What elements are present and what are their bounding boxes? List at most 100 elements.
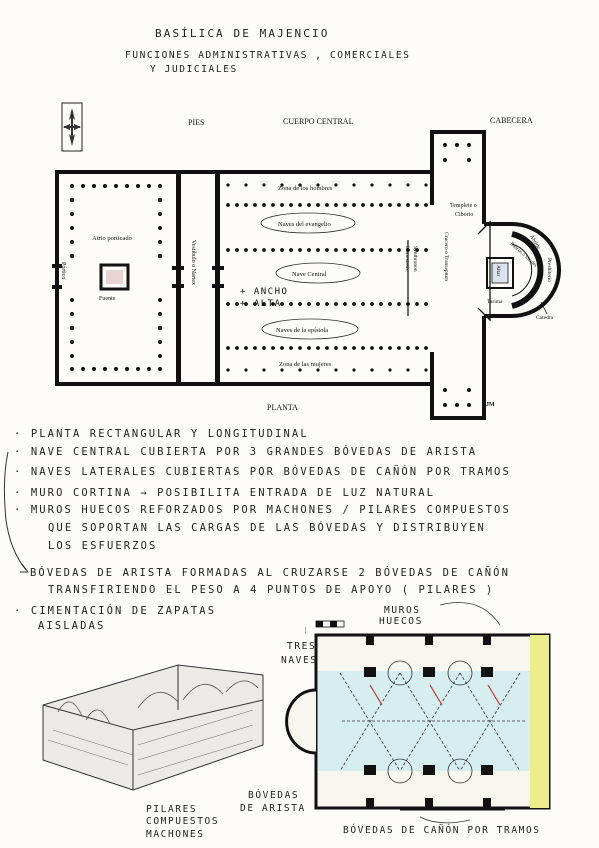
column-dot [307, 203, 311, 207]
label-catedra: Cátedra [536, 315, 554, 321]
column-dot [379, 203, 383, 207]
label-naves-evangelio: Naves del evangelio [278, 221, 331, 228]
column-dot [298, 248, 302, 252]
column-dot [226, 302, 230, 306]
column-dot [316, 183, 320, 187]
column-dot [262, 346, 266, 350]
svg-text:JM: JM [486, 402, 495, 408]
column-dot [370, 203, 374, 207]
label-portico: Pórtico [60, 262, 66, 279]
column-dot [325, 346, 329, 350]
label-pies: PIES [188, 118, 204, 127]
column-dot [253, 302, 257, 306]
subtitle-line-2: Y JUDICIALES [150, 64, 238, 75]
column-dot [406, 203, 410, 207]
column-dot [271, 302, 275, 306]
column-dot [262, 248, 266, 252]
column-dot [352, 302, 356, 306]
compass-icon [61, 102, 83, 152]
column-dot [397, 248, 401, 252]
column-dot [388, 302, 392, 306]
column-dot [334, 183, 338, 187]
column-dot [253, 248, 257, 252]
fountain [99, 263, 130, 291]
column-dot [352, 248, 356, 252]
column-dot [289, 203, 293, 207]
column-dot [280, 346, 284, 350]
label-compuestos: COMPUESTOS [146, 816, 220, 827]
column-dot [343, 302, 347, 306]
column-dot [235, 346, 239, 350]
label-planta: PLANTA [267, 403, 298, 412]
column-dot [235, 203, 239, 207]
column-dot [424, 346, 428, 350]
column-dot [334, 203, 338, 207]
column-dot [379, 346, 383, 350]
column-dot [271, 203, 275, 207]
column-dot [280, 183, 284, 187]
column-dot [244, 248, 248, 252]
label-bovedas: BÓVEDAS [248, 790, 300, 801]
column-dot [343, 248, 347, 252]
label-tres: TRES [287, 641, 317, 652]
column-dot [226, 248, 230, 252]
column-dot [298, 368, 302, 372]
column-dot [424, 302, 428, 306]
column-dot [316, 203, 320, 207]
column-dot [352, 346, 356, 350]
column-dot [253, 346, 257, 350]
label-machones: MACHONES [146, 829, 205, 840]
column-dot [262, 368, 266, 372]
column-dot [316, 346, 320, 350]
note-5a: · MUROS HUECOS REFORZADOS POR MACHONES /… [14, 504, 511, 516]
column-dot [388, 368, 392, 372]
column-dot [397, 302, 401, 306]
column-dot [244, 183, 248, 187]
label-iconostasis: Iconostasis [404, 246, 410, 270]
column-dot [388, 203, 392, 207]
label-pilares: PILARES [146, 804, 198, 815]
column-dot [235, 302, 239, 306]
vault-plan-diagram: | [285, 602, 551, 824]
column-dot [235, 248, 239, 252]
label-altar: Altar [495, 265, 501, 276]
column-dot [262, 183, 266, 187]
column-dot [226, 203, 230, 207]
note-3: · NAVES LATERALES CUBIERTAS POR BÓVEDAS … [14, 466, 511, 478]
column-dot [325, 203, 329, 207]
label-muros: MUROS [384, 605, 421, 616]
atrio-columns [70, 184, 162, 371]
label-presbiterio: Presbiterio [546, 258, 552, 282]
column-dot [361, 346, 365, 350]
column-dot [298, 346, 302, 350]
column-dot [280, 302, 284, 306]
cutaway-illustration [42, 664, 264, 791]
column-dot [406, 183, 410, 187]
column-dot [262, 203, 266, 207]
column-dot [334, 368, 338, 372]
column-dot [370, 183, 374, 187]
column-dot [379, 302, 383, 306]
label-naves-epistola: Naves de la epístola [276, 327, 328, 334]
column-dot [397, 203, 401, 207]
column-dot [280, 248, 284, 252]
column-dot [307, 346, 311, 350]
column-dot [415, 203, 419, 207]
column-dot [343, 203, 347, 207]
column-dot [352, 183, 356, 187]
column-dot [271, 248, 275, 252]
column-dot [298, 302, 302, 306]
column-dot [424, 203, 428, 207]
label-fuente: Fuente [99, 296, 116, 302]
column-dot [307, 248, 311, 252]
label-zona-mujeres: Zona de las mujeres [279, 361, 332, 368]
note-6a: BÓVEDAS DE ARISTA FORMADAS AL CRUZARSE 2… [30, 567, 511, 579]
note-7a: · CIMENTACIÓN DE ZAPATAS [14, 605, 217, 617]
label-nave-central: Nave Central [292, 271, 327, 278]
label-bovedas-canon: BÓVEDAS DE CAÑÓN POR TRAMOS [343, 825, 541, 836]
column-dot [253, 203, 257, 207]
column-dot [370, 302, 374, 306]
note-5c: LOS ESFUERZOS [48, 540, 158, 552]
note-1: · PLANTA RECTANGULAR Y LONGITUDINAL [14, 428, 309, 440]
column-dot [388, 248, 392, 252]
